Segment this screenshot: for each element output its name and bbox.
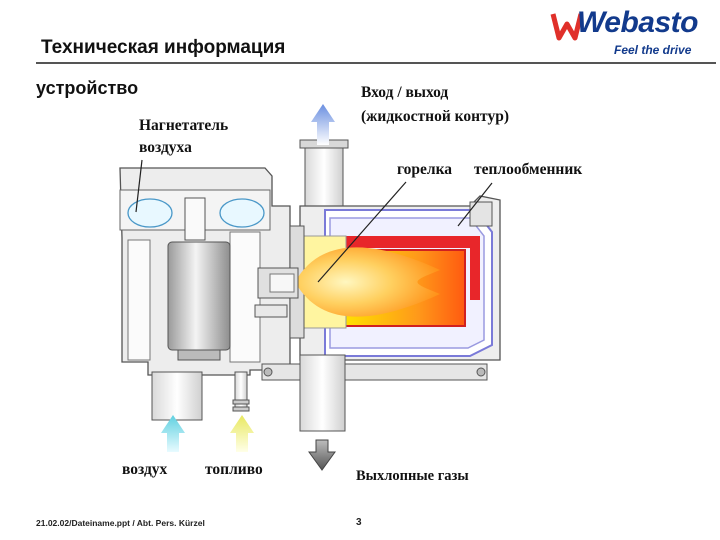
footer-file-info: 21.02.02/Dateiname.ppt / Abt. Pers. Kürz…: [36, 518, 205, 528]
header-divider: [36, 62, 716, 64]
burner-flame: [295, 247, 440, 317]
blower-label-line1: Нагнетатель: [139, 117, 229, 134]
page-title: Техническая информация: [41, 37, 286, 58]
exhaust-arrow-icon: [308, 439, 336, 471]
burner-label: горелка: [397, 161, 453, 178]
coolant-label: Вход / выход (жидкостной контур): [361, 82, 509, 128]
coolant-label-line1: Вход / выход: [361, 84, 449, 101]
heat-exchanger-label: теплообменник: [474, 161, 583, 178]
fuel-arrow-icon: [230, 415, 254, 452]
air-inlet-pipe: [151, 371, 203, 421]
blower-leader-line: [135, 159, 143, 213]
webasto-logo-icon: [550, 13, 584, 41]
heat-exchanger-leader-line: [457, 182, 493, 227]
coolant-pipe: [299, 139, 349, 213]
blower-label-line2: воздуха: [139, 139, 192, 156]
coolant-label-line2: (жидкостной контур): [361, 108, 509, 125]
fuel-label: топливо: [205, 461, 263, 478]
air-arrow-icon: [161, 415, 185, 452]
exhaust-pipe: [299, 354, 346, 432]
burner-nozzle: [254, 267, 299, 318]
base-plate: [261, 363, 488, 381]
page-number: 3: [356, 517, 362, 528]
blower-motor: [167, 241, 231, 361]
fuel-inlet-pipe: [232, 371, 250, 412]
section-title: устройство: [36, 78, 139, 98]
coolant-arrow-icon: [311, 104, 335, 145]
brand-tagline: Feel the drive: [614, 43, 692, 57]
brand-logo: Webasto: [577, 6, 698, 39]
blower-label: Нагнетатель воздуха: [139, 115, 228, 159]
burner-leader-line: [317, 181, 407, 283]
air-label: воздух: [122, 461, 168, 478]
blower-housing: [119, 167, 291, 376]
exhaust-label: Выхлопные газы: [356, 468, 469, 484]
